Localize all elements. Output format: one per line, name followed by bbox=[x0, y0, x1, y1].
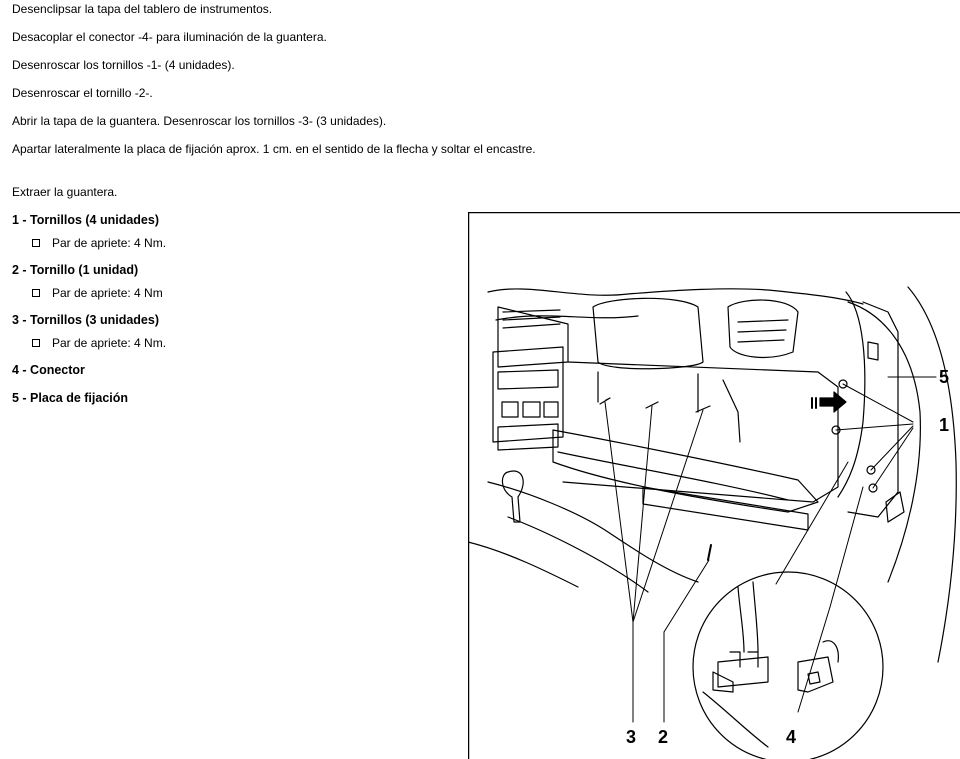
step-6: Apartar lateralmente la placa de fijació… bbox=[12, 142, 536, 156]
step-2: Desacoplar el conector -4- para iluminac… bbox=[12, 30, 327, 44]
leader-lines bbox=[604, 376, 937, 723]
step-1: Desenclipsar la tapa del tablero de inst… bbox=[12, 2, 273, 16]
step-3: Desenroscar los tornillos -1- (4 unidade… bbox=[12, 58, 235, 72]
step-7: Extraer la guantera. bbox=[12, 185, 118, 199]
legend-item-5-title: 5 - Placa de fijación bbox=[12, 391, 129, 405]
legend-item-1-torque: Par de apriete: 4 Nm. bbox=[32, 236, 166, 250]
step-4: Desenroscar el tornillo -2-. bbox=[12, 86, 153, 100]
callout-3: 3 bbox=[626, 727, 636, 747]
connector-detail-inset bbox=[692, 571, 884, 759]
legend-item-1-title: 1 - Tornillos (4 unidades) bbox=[12, 213, 160, 227]
step-5: Abrir la tapa de la guantera. Desenrosca… bbox=[12, 114, 387, 128]
callout-4: 4 bbox=[786, 727, 796, 747]
square-bullet-icon bbox=[32, 239, 40, 247]
glovebox-removal-diagram: 5 1 3 2 4 bbox=[468, 212, 960, 759]
legend-item-2-title: 2 - Tornillo (1 unidad) bbox=[12, 263, 139, 277]
callout-1: 1 bbox=[939, 415, 949, 435]
torque-text: Par de apriete: 4 Nm. bbox=[52, 336, 167, 350]
legend-item-3-torque: Par de apriete: 4 Nm. bbox=[32, 336, 166, 350]
direction-arrow-icon bbox=[811, 391, 847, 413]
square-bullet-icon bbox=[32, 289, 40, 297]
figure-frame bbox=[468, 212, 960, 759]
legend-item-2-torque: Par de apriete: 4 Nm bbox=[32, 286, 163, 300]
callout-5: 5 bbox=[939, 367, 949, 387]
square-bullet-icon bbox=[32, 339, 40, 347]
callout-2: 2 bbox=[658, 727, 668, 747]
torque-text: Par de apriete: 4 Nm. bbox=[52, 236, 167, 250]
legend-item-4-title: 4 - Conector bbox=[12, 363, 85, 377]
dashboard-drawing bbox=[468, 286, 957, 663]
legend-item-3-title: 3 - Tornillos (3 unidades) bbox=[12, 313, 160, 327]
torque-text: Par de apriete: 4 Nm bbox=[52, 286, 163, 300]
